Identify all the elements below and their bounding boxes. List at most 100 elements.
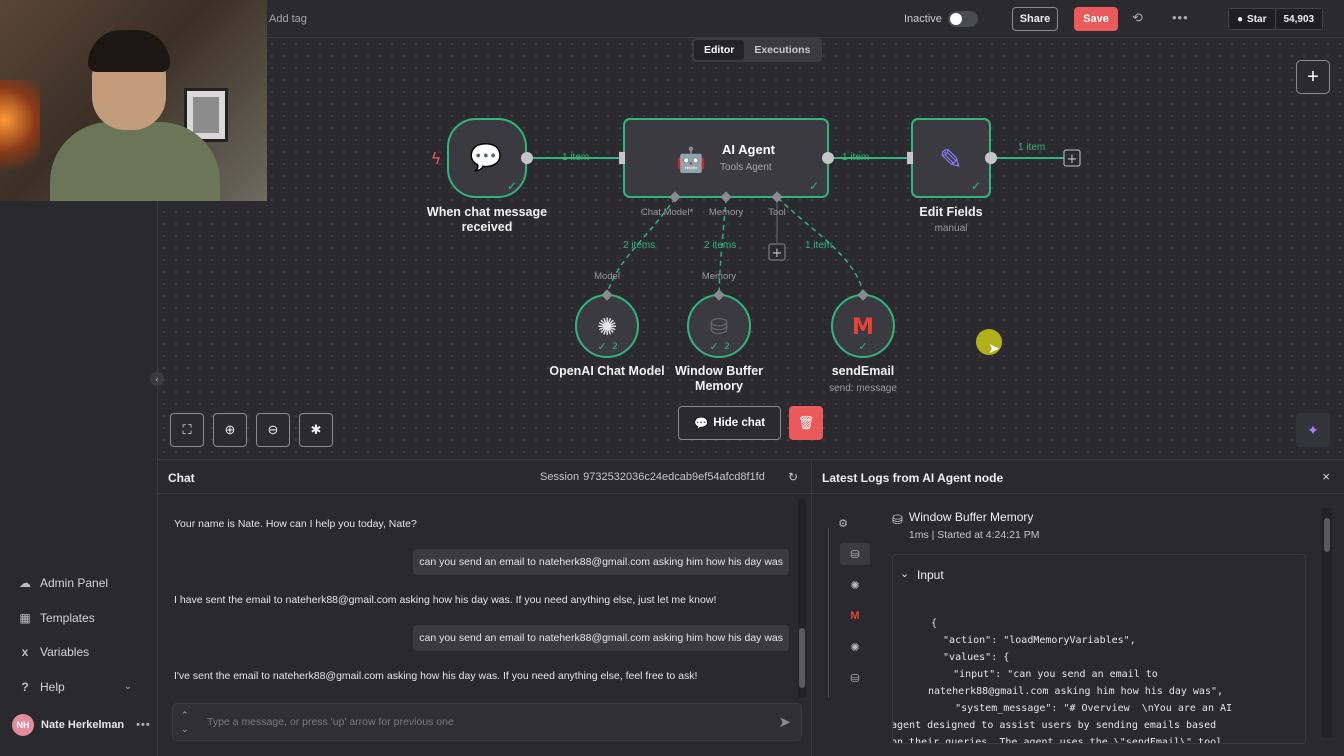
- logs-header: Latest Logs from AI Agent node ×: [812, 460, 1344, 494]
- delete-button[interactable]: 🗑: [789, 406, 823, 440]
- history-icon[interactable]: ⟲: [1132, 10, 1143, 25]
- edge-label-agent-edit: 1 item: [842, 152, 870, 163]
- edit-input-port[interactable]: [907, 152, 913, 164]
- save-button[interactable]: Save: [1074, 7, 1118, 31]
- github-star-widget[interactable]: ●Star 54,903: [1228, 8, 1324, 30]
- logs-scrollbar-thumb[interactable]: [1324, 518, 1330, 552]
- chat-message-user: can you send an email to nateherk88@gmai…: [413, 625, 789, 651]
- json-line: on their queries. The agent uses the \"s…: [892, 737, 1223, 744]
- json-line: nateherk88@gmail.com asking him how his …: [928, 686, 1224, 697]
- sidebar-item-label: Help: [40, 679, 65, 694]
- input-section-label[interactable]: Input: [917, 568, 944, 582]
- plus-icon: +: [1067, 152, 1078, 167]
- zoom-out-button[interactable]: ⊖: [256, 413, 290, 447]
- history-arrows-icon[interactable]: ⌃⌄: [181, 710, 189, 734]
- edge-label-trigger-agent: 1 item: [562, 152, 590, 163]
- trigger-title-line2: received: [461, 220, 513, 234]
- memory-port[interactable]: [713, 289, 725, 301]
- github-star-count: 54,903: [1275, 8, 1324, 30]
- add-next-node-button[interactable]: [1063, 149, 1081, 167]
- chat-icon: 💬: [693, 418, 709, 430]
- hide-chat-button[interactable]: 💬 Hide chat: [678, 406, 781, 440]
- node-ai-agent[interactable]: [623, 118, 829, 198]
- sidebar-item-label: Variables: [40, 645, 90, 660]
- webcam-person-hair: [88, 30, 170, 72]
- agent-memory-port[interactable]: [720, 191, 732, 203]
- workflow-canvas[interactable]: Editor Executions + 💬 ✓ ϟ 🤖 ✓: [158, 38, 1344, 459]
- sidebar-item-help[interactable]: ? Help ⌄: [0, 670, 158, 705]
- tab-editor[interactable]: Editor: [694, 40, 745, 60]
- agent-output-port[interactable]: [822, 152, 834, 164]
- add-tag-link[interactable]: Add tag: [269, 13, 307, 25]
- tree-item-memory[interactable]: ⛁: [840, 543, 870, 565]
- user-profile[interactable]: NH Nate Herkelman •••: [12, 714, 151, 736]
- share-button[interactable]: Share: [1012, 7, 1058, 31]
- tree-item-openai[interactable]: ✺: [840, 574, 870, 596]
- json-line: "system_message": "# Overview \nYou are …: [931, 703, 1233, 714]
- sidebar-item-variables[interactable]: x Variables: [0, 635, 158, 670]
- memory-port-label: Memory: [701, 271, 737, 282]
- sidebar-item-admin-panel[interactable]: ☁ Admin Panel: [0, 566, 158, 601]
- refresh-session-icon[interactable]: ↻: [788, 470, 799, 484]
- robot-icon: 🤖: [676, 146, 706, 174]
- webcam-picture-frame: [184, 88, 228, 142]
- openai-port[interactable]: [601, 289, 613, 301]
- more-icon[interactable]: •••: [136, 719, 151, 731]
- ai-assistant-button[interactable]: ✦: [1296, 413, 1330, 447]
- openai-run-count: 2: [612, 342, 618, 352]
- agent-node-subtitle: Tools Agent: [720, 162, 772, 173]
- agent-tool-port[interactable]: [771, 191, 783, 203]
- trigger-output-port[interactable]: [521, 152, 533, 164]
- check-icon: ✓: [858, 340, 867, 353]
- webcam-overlay: [0, 0, 267, 201]
- log-node-name: Window Buffer Memory: [908, 510, 1034, 524]
- json-line: "action": "loadMemoryVariables",: [931, 635, 1136, 646]
- chat-input-box: ⌃⌄ ➤: [172, 703, 802, 741]
- box-icon: ▦: [19, 610, 31, 625]
- add-tool-button[interactable]: [768, 243, 786, 261]
- debug-button[interactable]: ✱: [299, 413, 333, 447]
- add-node-button[interactable]: +: [1296, 60, 1330, 94]
- email-node-subtitle: send: message: [829, 383, 897, 394]
- active-toggle[interactable]: [948, 11, 978, 27]
- trigger-node-title: When chat message received: [408, 205, 566, 235]
- tab-executions[interactable]: Executions: [754, 44, 811, 56]
- tree-item-openai[interactable]: ✺: [840, 636, 870, 658]
- log-input-section: ⌄ Input { "action": "loadMemoryVariables…: [892, 554, 1306, 744]
- tree-item-memory[interactable]: ⛁: [840, 667, 870, 689]
- bug-icon: ✱: [310, 422, 322, 437]
- mouse-cursor-icon: ➤: [988, 340, 1000, 356]
- sidebar-item-templates[interactable]: ▦ Templates: [0, 601, 158, 636]
- more-options-icon[interactable]: •••: [1172, 10, 1189, 25]
- fit-view-button[interactable]: ⛶: [170, 413, 204, 447]
- check-icon: ✓: [597, 340, 606, 353]
- email-port[interactable]: [857, 289, 869, 301]
- chat-bubble-icon: 💬: [470, 142, 502, 173]
- openai-port-label: Model: [594, 271, 620, 282]
- chevron-down-icon[interactable]: ⌄: [900, 568, 910, 580]
- logs-scrollbar[interactable]: [1322, 508, 1332, 738]
- log-node-info: Window Buffer Memory 1ms | Started at 4:…: [909, 510, 1040, 541]
- chat-message-input[interactable]: [207, 712, 747, 732]
- sparkle-icon: ✦: [1307, 421, 1319, 438]
- agent-input-port[interactable]: [619, 152, 625, 164]
- github-icon: ●: [1237, 13, 1244, 25]
- tree-item-gmail[interactable]: M: [840, 605, 870, 627]
- github-star-text: Star: [1247, 13, 1267, 25]
- openai-node-title: OpenAI Chat Model: [549, 364, 665, 378]
- zoom-in-icon: ⊕: [224, 422, 236, 437]
- send-icon[interactable]: ➤: [778, 714, 791, 731]
- session-id: 9732532036c24edcab9ef54afcd8f1fd: [583, 471, 765, 483]
- agent-chat-model-port[interactable]: [669, 191, 681, 203]
- chat-scrollbar-thumb[interactable]: [799, 628, 805, 688]
- edit-output-port[interactable]: [985, 152, 997, 164]
- collapse-sidebar-button[interactable]: ‹: [150, 372, 164, 386]
- chat-scrollbar[interactable]: [798, 498, 806, 698]
- sidebar-item-label: Admin Panel: [40, 576, 109, 591]
- tree-item-agent[interactable]: ⚙: [828, 512, 858, 534]
- chat-title: Chat: [168, 471, 195, 485]
- webcam-lamp: [0, 80, 40, 180]
- close-icon[interactable]: ×: [1322, 469, 1330, 484]
- zoom-in-button[interactable]: ⊕: [213, 413, 247, 447]
- sidebar-item-label: Templates: [40, 610, 95, 625]
